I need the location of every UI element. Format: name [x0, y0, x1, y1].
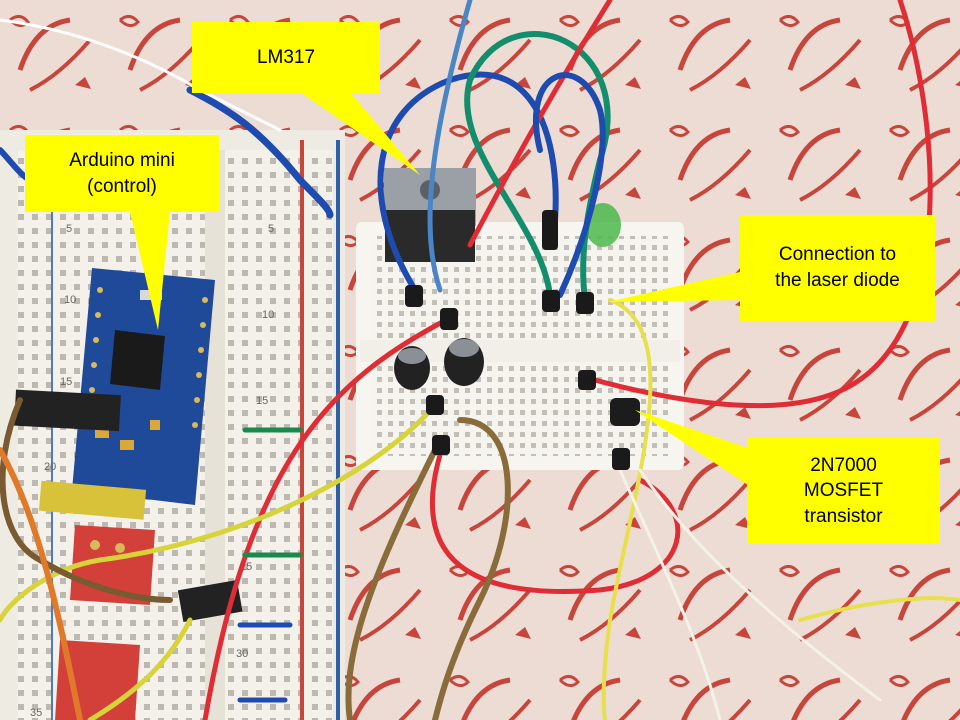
laser-callout-pointer — [608, 272, 740, 302]
header-connector — [38, 480, 147, 520]
mosfet-callout-pointer — [635, 410, 748, 485]
breadboard-row-number: 15 — [60, 376, 72, 388]
breadboard-row-number: 15 — [256, 395, 268, 407]
breadboard-row-number: 10 — [262, 309, 274, 321]
laser-diode-connection-label: Connection to the laser diode — [740, 215, 935, 321]
capacitor — [444, 338, 484, 386]
led — [585, 203, 621, 247]
header-connector — [14, 389, 121, 432]
breadboard-row-number: 30 — [236, 648, 248, 660]
breadboard-row-number: 35 — [30, 707, 42, 719]
mosfet-label: 2N7000 MOSFET transistor — [747, 438, 940, 544]
breadboard-row-number: 5 — [66, 223, 72, 235]
mosfet-transistor — [610, 398, 640, 426]
lm317-callout-pointer — [300, 92, 420, 175]
arduino-callout-pointer — [130, 212, 170, 330]
lm317-label: LM317 — [192, 22, 380, 93]
capacitor — [394, 346, 430, 390]
wire-connectors — [405, 210, 630, 470]
breadboard-row-number: 5 — [268, 223, 274, 235]
arduino-mini-board — [72, 268, 215, 505]
arduino-mini-label: Arduino mini (control) — [25, 135, 219, 212]
breadboard-row-number: 20 — [44, 461, 56, 473]
breadboard-row-number: 10 — [64, 294, 76, 306]
